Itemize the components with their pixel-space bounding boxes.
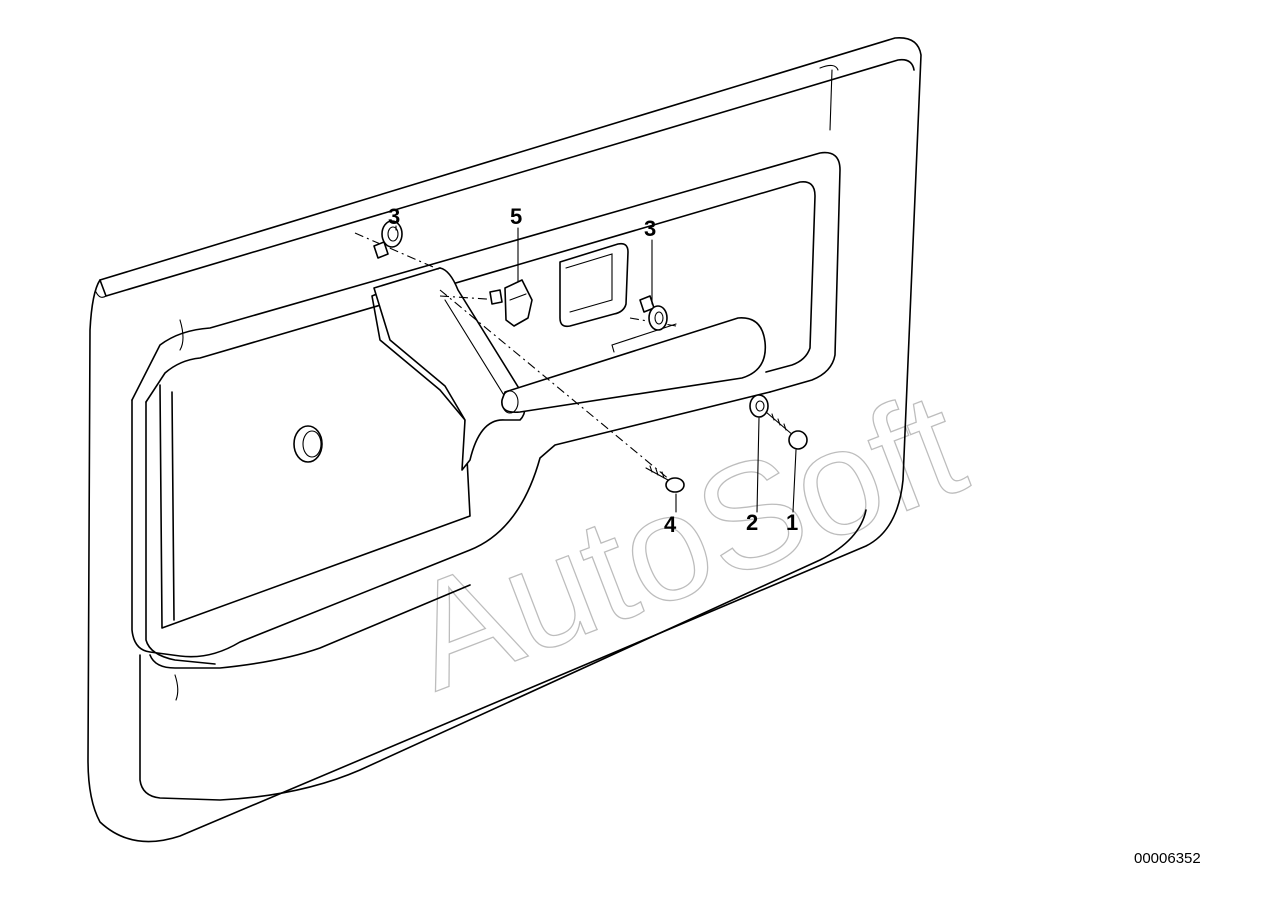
callout-4: 4 (664, 512, 677, 537)
assembly-line-3-left (354, 232, 441, 271)
inner-door-recess (159, 267, 471, 629)
callout-3-right: 3 (644, 216, 656, 241)
upper-recess-frame (131, 151, 841, 401)
part-4-screw (645, 465, 685, 493)
callout-1: 1 (786, 510, 798, 535)
callout-2: 2 (746, 510, 758, 535)
door-panel-outline (87, 37, 922, 843)
lock-knob-hole (293, 425, 323, 463)
diagram-reference-number: 00006352 (1134, 850, 1201, 867)
part-5-cover-cap (489, 279, 533, 327)
door-opener-recess (559, 242, 629, 328)
part-1-screw (765, 411, 808, 450)
leader-1 (792, 449, 797, 513)
lower-pocket (139, 509, 867, 801)
callout-3-left: 3 (388, 204, 400, 229)
armrest-contour (131, 391, 771, 658)
armrest-grip (501, 317, 767, 414)
part-3-clip-right (639, 295, 668, 331)
assembly-line-4 (439, 289, 671, 481)
part-2-washer (749, 394, 769, 418)
door-pull-handle (373, 267, 526, 471)
part-3-clip-left (373, 220, 403, 259)
callout-5: 5 (510, 204, 522, 229)
leader-2 (756, 417, 760, 513)
door-panel-top-edge (99, 58, 915, 297)
